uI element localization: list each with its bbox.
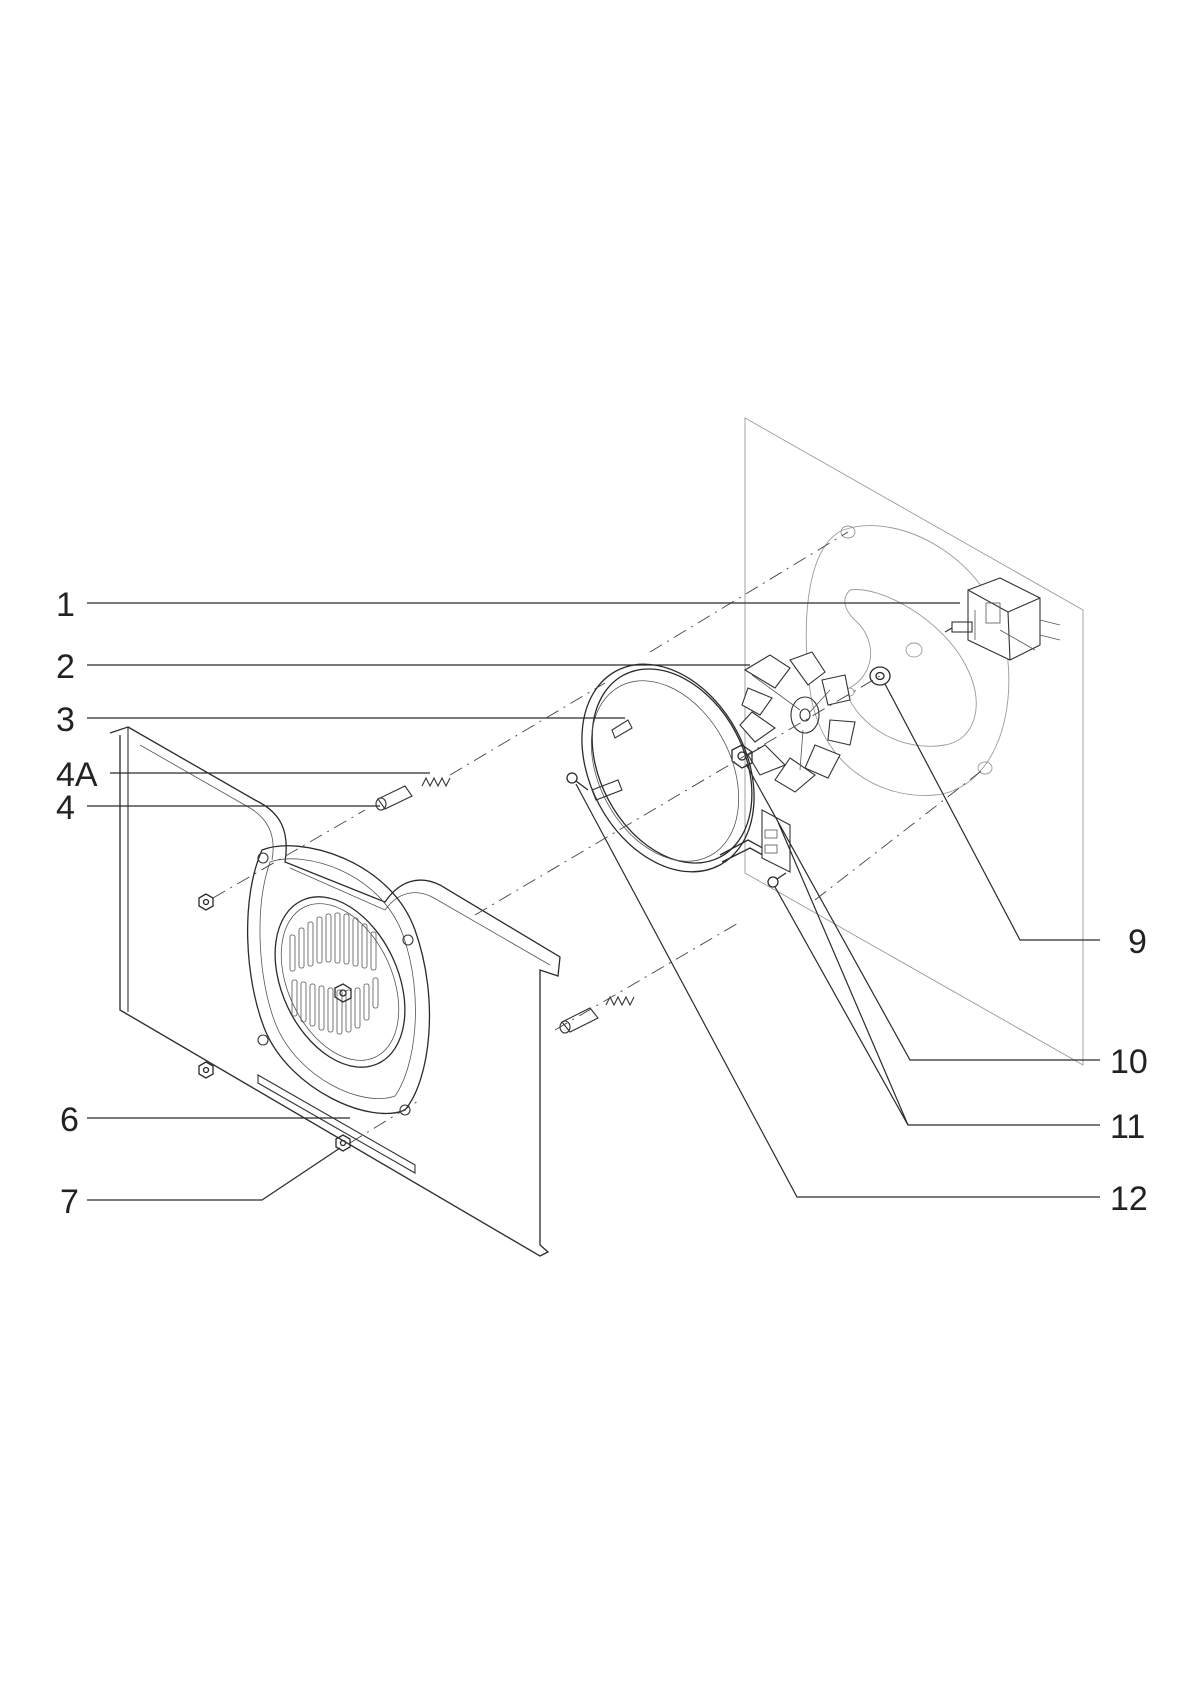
assembly-axes [212, 531, 986, 1144]
callout-9: 9 [1128, 923, 1147, 961]
callout-7: 7 [60, 1183, 79, 1221]
callout-2: 2 [56, 648, 75, 686]
fan-motor [944, 577, 1061, 661]
screw-11 [767, 872, 787, 888]
hex-nut-middle [198, 1061, 214, 1079]
spacer-lower [559, 1007, 599, 1034]
fan-cover-panel [109, 726, 561, 1257]
spacer-upper [375, 785, 413, 811]
spring-upper [421, 776, 451, 788]
callout-4: 4 [56, 789, 75, 827]
callout-11: 11 [1110, 1108, 1145, 1146]
washer [869, 666, 891, 686]
callout-12: 12 [1110, 1180, 1148, 1218]
rear-wall-panel [744, 417, 1084, 1066]
hex-nut-lower [335, 1134, 351, 1152]
callout-3: 3 [56, 701, 75, 739]
callout-4a: 4A [56, 756, 98, 794]
grille-slots [289, 912, 379, 1035]
circular-heating-element [581, 663, 791, 873]
spring-lower [605, 995, 635, 1007]
fan-impeller [739, 651, 856, 793]
callout-1: 1 [56, 586, 75, 624]
callout-10: 10 [1110, 1043, 1148, 1081]
screw-12 [566, 772, 589, 791]
leader-lines [87, 602, 1100, 1201]
hex-nut-upper [198, 893, 214, 911]
callout-6: 6 [60, 1101, 79, 1139]
